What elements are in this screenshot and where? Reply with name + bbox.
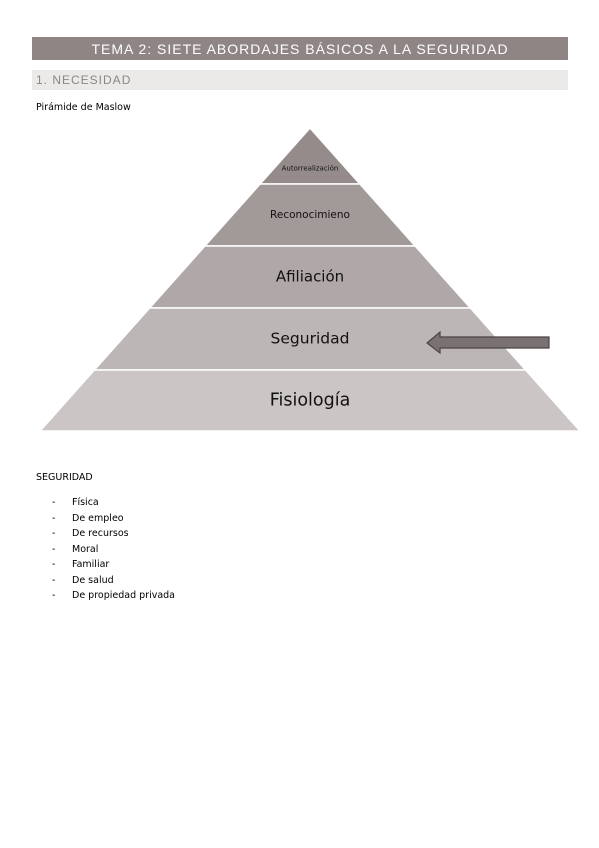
pyramid-label-seguridad: Seguridad (271, 330, 350, 348)
pyramid-level-autorrealizacion (258, 126, 362, 185)
pyramid-level-fisiologia (38, 369, 582, 432)
list-item: -De recursos (52, 528, 129, 539)
arrow-left-icon (426, 330, 550, 355)
pyramid-label-reconocimiento: Reconocimieno (270, 209, 350, 221)
pyramid-caption: Pirámide de Maslow (36, 102, 131, 113)
list-item: -De salud (52, 574, 114, 586)
list-item: -De empleo (52, 512, 124, 524)
document-title-bar: TEMA 2: SIETE ABORDAJES BÁSICOS A LA SEG… (32, 37, 568, 60)
list-item: -Moral (52, 543, 99, 555)
list-item: -De propiedad privada (52, 590, 176, 601)
list-item: -Física (52, 497, 99, 508)
document-title: TEMA 2: SIETE ABORDAJES BÁSICOS A LA SEG… (91, 40, 509, 57)
seguridad-title: SEGURIDAD (36, 472, 93, 483)
seguridad-list: -Física -De empleo -De recursos -Moral -… (52, 495, 175, 604)
list-item: -Familiar (52, 559, 110, 570)
maslow-pyramid: Autorrealización Reconocimieno Afiliació… (38, 126, 582, 432)
section-header-bar: 1. NECESIDAD (32, 70, 568, 90)
pyramid-label-fisiologia: Fisiología (270, 391, 351, 411)
pyramid-label-afiliacion: Afiliación (276, 268, 344, 286)
section-title: 1. NECESIDAD (36, 73, 132, 87)
pyramid-label-autorrealizacion: Autorrealización (282, 164, 339, 172)
